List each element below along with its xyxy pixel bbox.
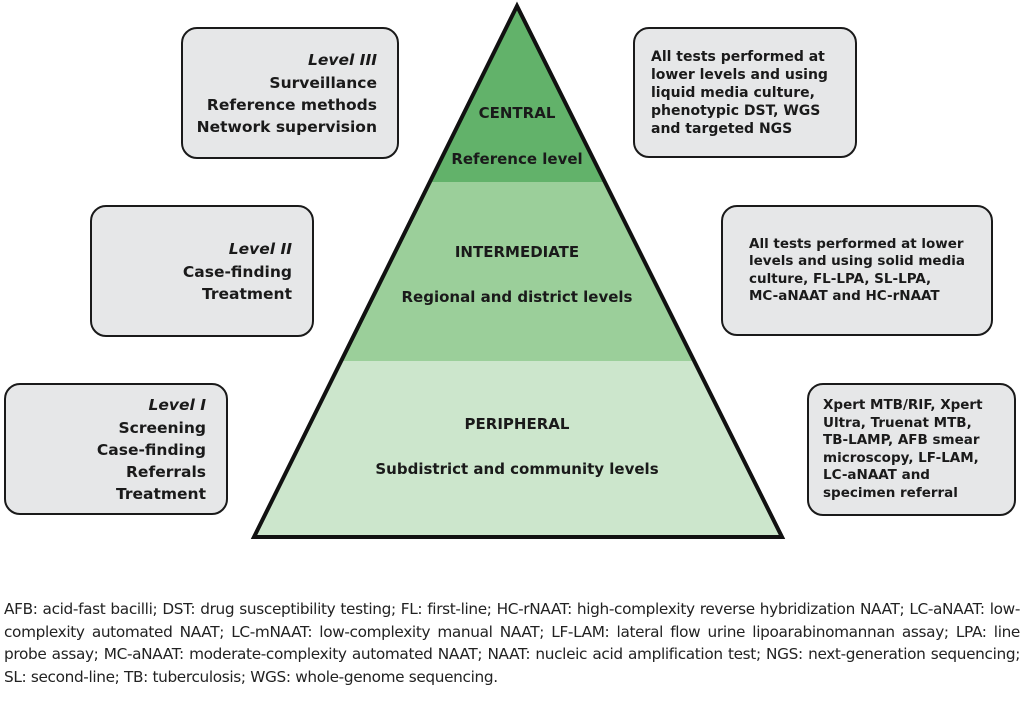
intermediate-tests-box: All tests performed at lower levels and … bbox=[721, 205, 993, 336]
central-tests-line: lower levels and using bbox=[651, 66, 828, 83]
peripheral-tests-line: Xpert MTB/RIF, Xpert bbox=[823, 397, 983, 413]
central-tests-line: liquid media culture, bbox=[651, 84, 815, 101]
level-i-item: Referrals bbox=[126, 462, 206, 481]
intermediate-tests-line: MC-aNAAT and HC-rNAAT bbox=[749, 288, 940, 304]
level-i-item: Case-finding bbox=[96, 440, 206, 459]
level-iii-item: Network supervision bbox=[196, 117, 377, 136]
intermediate-subtitle: Regional and district levels bbox=[401, 288, 633, 306]
intermediate-tests-line: levels and using solid media bbox=[749, 253, 965, 269]
level-i-box: Level I Screening Case-finding Referrals… bbox=[4, 383, 228, 515]
peripheral-title: PERIPHERAL bbox=[464, 415, 570, 433]
pyramid-tier-peripheral bbox=[254, 361, 782, 537]
central-tests-line: and targeted NGS bbox=[651, 120, 793, 137]
level-iii-box: Level III Surveillance Reference methods… bbox=[181, 27, 399, 159]
level-ii-item: Treatment bbox=[201, 284, 292, 303]
intermediate-title: INTERMEDIATE bbox=[454, 243, 580, 261]
peripheral-tests-line: TB-LAMP, AFB smear bbox=[823, 432, 980, 448]
peripheral-tests-line: microscopy, LF-LAM, bbox=[823, 449, 979, 466]
peripheral-tests-line: specimen referral bbox=[823, 484, 958, 501]
level-i-item: Treatment bbox=[115, 484, 206, 503]
level-i-label: Level I bbox=[148, 395, 206, 414]
intermediate-tests-line: All tests performed at lower bbox=[749, 235, 964, 252]
level-ii-label: Level II bbox=[228, 239, 292, 258]
level-i-item: Screening bbox=[118, 418, 207, 437]
peripheral-subtitle: Subdistrict and community levels bbox=[375, 460, 659, 478]
peripheral-tests-line: Ultra, Truenat MTB, bbox=[823, 414, 972, 431]
pyramid-outline bbox=[250, 1, 786, 539]
level-ii-box: Level II Case-finding Treatment bbox=[90, 205, 314, 337]
level-iii-item: Reference methods bbox=[206, 95, 377, 114]
peripheral-tests-box: Xpert MTB/RIF, Xpert Ultra, Truenat MTB,… bbox=[807, 383, 1016, 516]
central-subtitle: Reference level bbox=[451, 150, 583, 168]
central-title: CENTRAL bbox=[478, 104, 556, 122]
peripheral-tests-line: LC-aNAAT and bbox=[823, 467, 930, 483]
level-iii-label: Level III bbox=[307, 50, 377, 69]
level-iii-item: Surveillance bbox=[269, 73, 377, 92]
central-tests-box: All tests performed at lower levels and … bbox=[633, 27, 857, 158]
central-tests-line: All tests performed at bbox=[651, 48, 825, 65]
central-tests-line: phenotypic DST, WGS bbox=[651, 102, 821, 119]
level-ii-item: Case-finding bbox=[182, 262, 292, 281]
intermediate-tests-line: culture, FL-LPA, SL-LPA, bbox=[749, 270, 932, 287]
abbreviations-footnote: AFB: acid-fast bacilli; DST: drug suscep… bbox=[4, 600, 1020, 686]
